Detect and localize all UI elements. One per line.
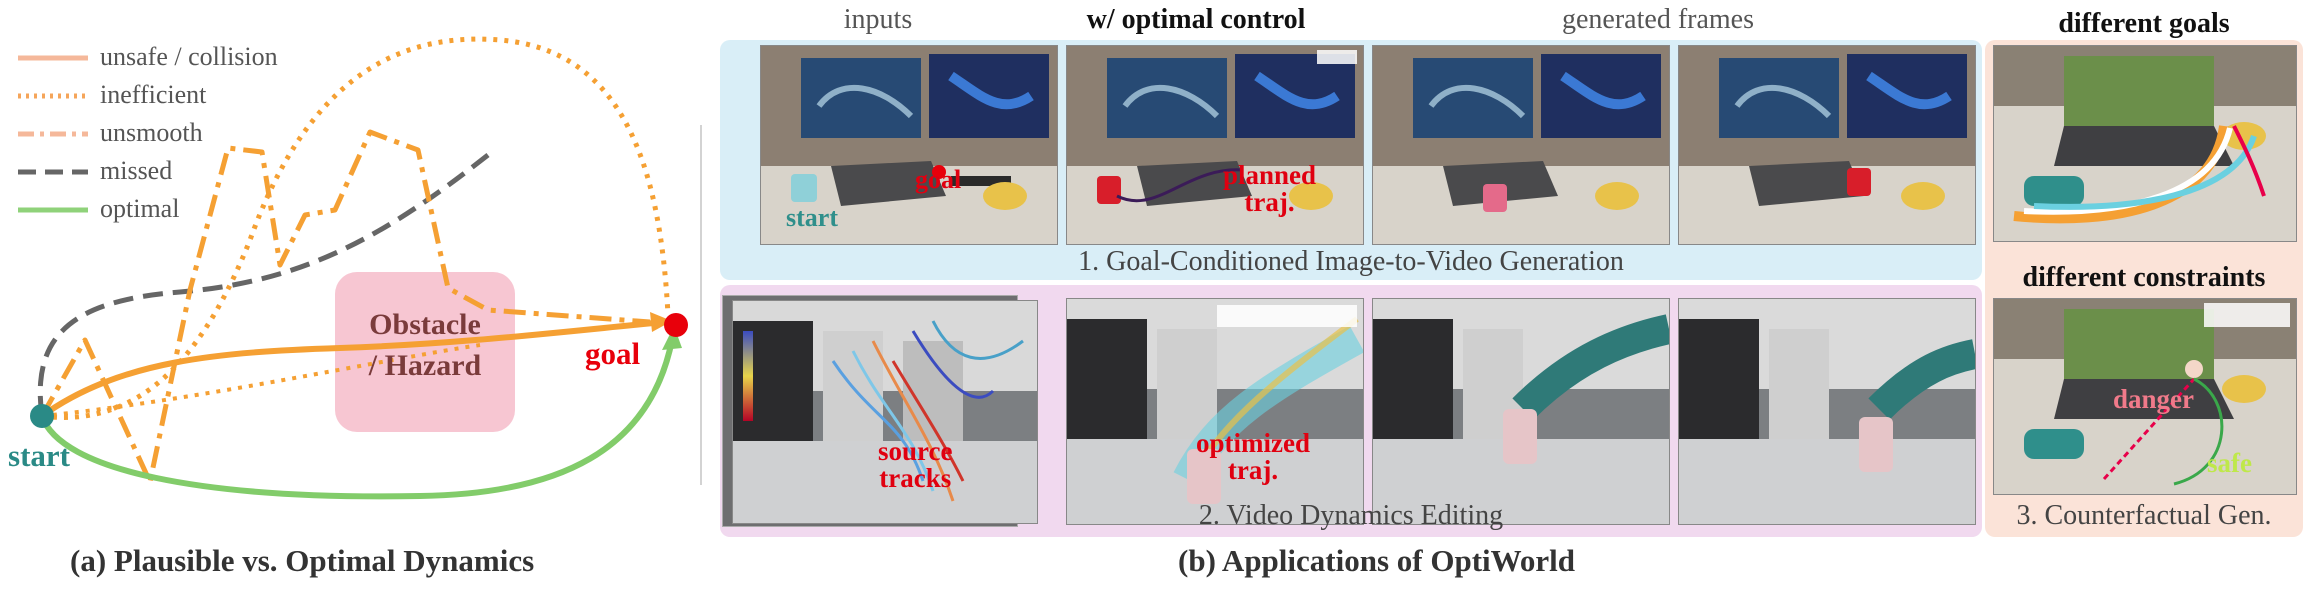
row1-start-label: start [786, 203, 838, 232]
unsafe-arrowhead [650, 312, 672, 332]
lab-scene-image [1067, 299, 1363, 524]
row2-source-line1: source [878, 436, 953, 466]
start-marker [30, 404, 54, 428]
panel-c-title-constraints: different constraints [2022, 262, 2266, 293]
row1-frame-input [760, 45, 1058, 245]
panel-a-plausible-vs-optimal: unsafe / collision inefficient unsmooth … [0, 0, 690, 590]
danger-label: danger [2113, 384, 2194, 414]
desk-scene-image [1373, 46, 1669, 244]
trajectory-diagram [18, 36, 688, 500]
obstacle-label-line1: Obstacle [369, 308, 481, 341]
panel-c-counterfactual: different goals different constraints [1985, 0, 2305, 590]
panel-b-applications: inputs w/ optimal control generated fram… [718, 0, 1988, 590]
row2-frame-optimized [1066, 298, 1364, 525]
legend-label-unsmooth: unsmooth [100, 118, 203, 147]
row2-optimized-label: optimized traj. [1196, 430, 1310, 484]
row1-planned-label: planned traj. [1223, 162, 1316, 216]
desk-scene-image [761, 46, 1057, 244]
panel-a-caption: (a) Plausible vs. Optimal Dynamics [70, 543, 535, 578]
legend-label-unsafe: unsafe / collision [100, 42, 278, 71]
row2-label: 2. Video Dynamics Editing [1198, 500, 1504, 531]
legend-label-inefficient: inefficient [100, 80, 207, 109]
goal-label: goal [585, 336, 641, 371]
start-label: start [8, 438, 70, 473]
row2-source-label: source tracks [878, 438, 953, 492]
row2-source-line2: tracks [879, 463, 952, 493]
panel-c-label: 3. Counterfactual Gen. [2016, 500, 2272, 531]
legend-label-optimal: optimal [100, 194, 180, 223]
row1-goal-label: goal [915, 165, 962, 194]
trajectory-inefficient [41, 36, 671, 420]
row1-frame-optimal [1066, 45, 1364, 245]
trajectory-unsmooth [39, 129, 651, 485]
row2-optimized-line2: traj. [1227, 455, 1279, 485]
row2-frame-generated-1 [1372, 298, 1670, 525]
trajectory-unsafe [40, 319, 665, 419]
column-label-optimal: w/ optimal control [1086, 4, 1306, 35]
legend-label-missed: missed [100, 156, 173, 185]
panel-c-frame-goals [1993, 45, 2297, 242]
row1-frame-generated-1 [1372, 45, 1670, 245]
safe-label: safe [2207, 448, 2252, 478]
row1-label: 1. Goal-Conditioned Image-to-Video Gener… [1078, 246, 1624, 277]
lab-scene-image [1373, 299, 1669, 524]
optimal-arrowhead [662, 326, 682, 350]
row2-frame-source [732, 300, 1038, 524]
obstacle-label: Obstacle / Hazard [335, 305, 515, 386]
lab-scene-image [1679, 299, 1975, 524]
desk-scene-image [1067, 46, 1363, 244]
trajectory-optimal [39, 339, 675, 500]
column-label-generated: generated frames [1562, 4, 1754, 35]
obstacle-label-line2: / Hazard [368, 348, 482, 382]
goal-marker [664, 313, 688, 337]
obstacle-box [335, 272, 515, 432]
lab-scene-image [733, 301, 1037, 523]
row1-planned-line2: traj. [1244, 187, 1295, 217]
desk-scene-image [1994, 299, 2296, 494]
trajectory-inefficient-lower [41, 343, 481, 418]
row2-frame-generated-2 [1678, 298, 1976, 525]
row1-planned-line1: planned [1223, 160, 1317, 190]
desk-scene-image [1679, 46, 1975, 244]
desk-scene-image [1994, 46, 2296, 241]
row1-frame-generated-2 [1678, 45, 1976, 245]
row2-optimized-line1: optimized [1196, 428, 1310, 458]
panel-c-title-goals: different goals [2058, 8, 2230, 39]
panel-b-caption: (b) Applications of OptiWorld [1178, 543, 1576, 578]
column-label-inputs: inputs [843, 4, 913, 35]
panel-divider [700, 125, 702, 485]
panel-c-frame-constraints [1993, 298, 2297, 495]
